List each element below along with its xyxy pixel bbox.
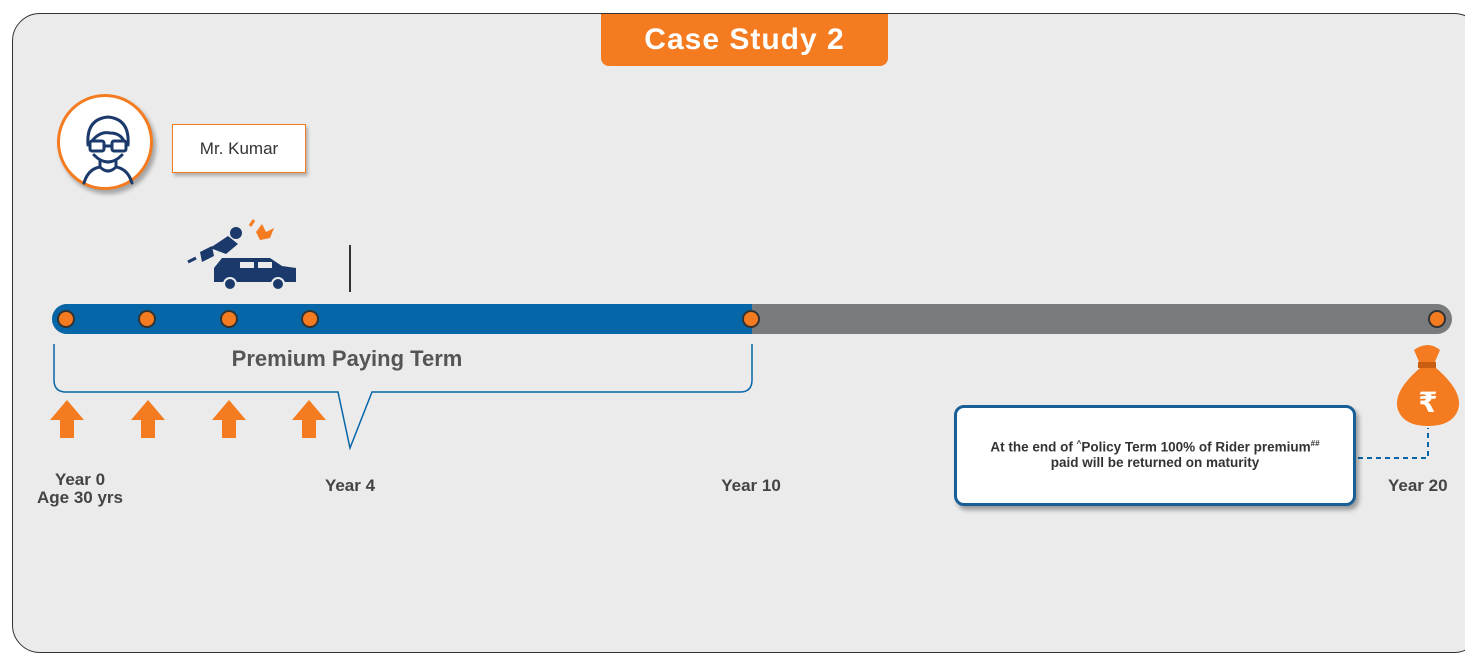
person-name: Mr. Kumar — [172, 124, 306, 173]
timeline-dot — [138, 310, 156, 328]
premium-arrow-icon — [212, 400, 246, 438]
premium-arrow-icon — [131, 400, 165, 438]
year-0-label: Year 0 — [54, 470, 106, 489]
person-avatar — [57, 94, 153, 190]
year-20-label: Year 20 — [1388, 476, 1448, 495]
timeline-graphic: ₹ — [50, 219, 1460, 459]
person-with-glasses-icon — [82, 115, 134, 185]
timeline-dot — [220, 310, 238, 328]
premium-term-bracket — [53, 344, 753, 451]
year-4-label: Year 4 — [324, 476, 376, 495]
case-study-title: Case Study 2 — [601, 14, 888, 66]
premium-arrow-icon — [50, 400, 84, 438]
timeline-dot — [742, 310, 760, 328]
premium-arrow-icon — [292, 400, 326, 438]
maturity-info-box: At the end of ^Policy Term 100% of Rider… — [954, 405, 1356, 506]
car-accident-icon — [187, 219, 296, 291]
timeline-bar-blue — [52, 304, 752, 334]
year-10-label: Year 10 — [721, 476, 781, 495]
timeline-dot — [301, 310, 319, 328]
timeline-dot — [1428, 310, 1446, 328]
svg-text:₹: ₹ — [1418, 386, 1437, 419]
timeline-dot — [57, 310, 75, 328]
rupee-money-bag-icon: ₹ — [1396, 345, 1460, 426]
age-label: Age 30 yrs — [37, 488, 123, 507]
premium-paying-term-label: Premium Paying Term — [231, 346, 463, 371]
